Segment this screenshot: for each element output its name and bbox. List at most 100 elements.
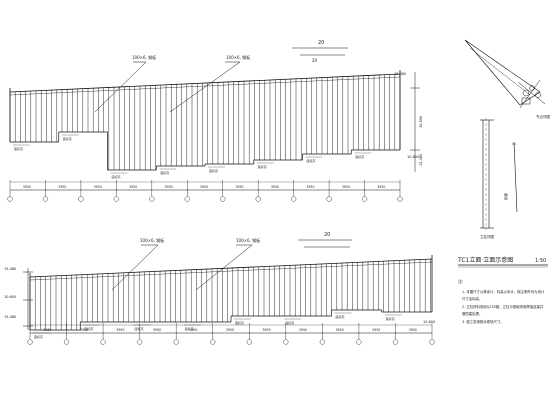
step-note: 底标高 [160,170,169,175]
right-dim-2: 10.600 [423,320,435,324]
grid-bubble [255,196,261,202]
note-line-3: 2. 立柱材料采用Q235钢，立柱与基础采用焊接连接并 [462,304,544,309]
step-note: 底标高 [34,334,43,339]
grid-bubble [361,196,368,202]
detail-a-label: 节点详图 [536,114,550,119]
detail-c-label: 立柱详图 [480,234,494,239]
bottom-dimension-label: 3950 [153,328,161,332]
bottom-dimension-label: 3950 [409,328,417,332]
grid-bubble [392,339,399,345]
leader-note-1b: 100×6, 钢板 [226,54,250,60]
top-rail [29,258,433,278]
grid-bubble [291,196,297,202]
bottom-dimension-label: 3950 [336,328,344,332]
step-note: 底标高 [185,326,194,331]
top-rail-inner [9,76,401,96]
title-block: TC1立面·立面示意图 1:50 [457,256,548,268]
step-note: 底标高 [355,154,364,159]
step-note: 底标高 [63,136,72,141]
note-line-1: 1. 本图尺寸以毫米计，标高以米计，除注明外均为设计 [462,289,545,294]
bottom-dimension-label: 3950 [235,185,243,189]
leader-note-2b: 100×6, 钢板 [236,237,260,243]
grid-bubble [210,339,216,345]
right-dim-1b: 15.480 [419,154,423,166]
bottom-dimension-label: 3950 [299,328,307,332]
right-dimension-1: 10.600 15.480 [410,72,423,172]
step-note: 底标高 [14,146,23,151]
grid-bubble [113,196,119,202]
bottom-dimension-label: 3950 [116,328,124,332]
grid-bubble [100,339,106,345]
left-dim-2b: 10.600 [4,295,16,299]
bottom-dimension-label: 3950 [58,185,66,189]
grid-bubble [326,196,332,202]
detail-section: 剖面 [503,141,518,213]
grid-bubble [7,196,13,202]
bottom-dimension-label: 3950 [377,185,385,189]
bottom-dimension-label: 3950 [226,328,234,332]
step-note: 底标高 [135,326,144,331]
grid-bubble [173,339,179,345]
bottom-dimension-label: 3950 [80,328,88,332]
step-note: 底标高 [84,326,93,331]
grid-bubble [42,196,49,202]
grid-bubble [283,339,289,345]
grid-bubble [220,196,226,202]
scale-label-1: 20 [318,40,324,46]
bottom-dimension-label: 3950 [189,328,197,332]
bottom-dimension-label: 3950 [129,185,137,189]
grid-bubble [356,339,362,345]
step-note: 底标高 [235,320,244,325]
step-note: 底标高 [112,174,121,179]
detail-column: 立柱详图 [480,118,494,239]
left-dim-2a: 15.480 [4,267,16,271]
bottom-dimension-label: 3950 [94,185,102,189]
bottom-dimension-label: 3050 [43,328,51,332]
leader-notes-2: 100×6, 钢板 100×6, 钢板 [111,237,260,291]
detail-b-label: 剖面 [503,193,508,200]
leader-note-1a: 100×6, 钢板 [132,54,156,60]
top-rail [9,73,401,93]
step-note: 底标高 [258,164,267,169]
bottom-dimension-label: 3950 [342,185,350,189]
note-line-5: 3. 施工前请核对现场尺寸。 [462,319,504,324]
step-note: 底标高 [386,316,395,321]
bottom-dimension-label: 3950 [165,185,173,189]
left-dim-2c: 15.480 [4,315,16,319]
bottom-dimension-label: 3950 [372,328,380,332]
bottom-dimension-label: 3950 [271,185,279,189]
detail-triangle: 节点详图 [464,39,550,119]
step-note: 底标高 [209,168,218,173]
section-mark-1: 20 [312,58,318,63]
scale-label-2: 20 [324,232,330,238]
grid-bubble [137,339,143,345]
scale-marker-1: 20 20 [292,40,348,63]
grid-bubble [27,339,33,345]
grid-bubble [149,196,155,202]
drawing-title: TC1立面·立面示意图 [457,256,513,264]
grid-bubble [184,196,190,202]
right-dim-1a: 10.600 [419,116,423,128]
scale-marker-2: 20 [298,232,352,248]
top-dim-1: 15.480 [394,72,406,76]
grid-bubble [397,196,403,202]
bottom-dim-1: 10.600 [407,155,419,159]
note-line-2: 尺寸及标高。 [462,296,482,301]
step-note: 底标高 [285,320,294,325]
step-note: 底标高 [336,314,345,319]
left-dimension-1: 15.480 10.600 [394,72,419,159]
drawing-scale: 1:50 [535,258,546,264]
note-line-4: 做防腐处理。 [462,311,482,316]
grid-bubble [246,339,252,345]
leader-notes-1: 100×6, 钢板 100×6, 钢板 [94,54,250,113]
leader-note-2a: 100×6, 钢板 [140,237,164,243]
top-rail-inner [29,261,433,281]
grid-bubble [429,339,435,345]
bottom-dimension-label: 3050 [23,185,31,189]
left-dimension-2: 15.480 10.600 15.480 10.600 [4,267,435,330]
step-note: 底标高 [307,158,316,163]
grid-bubble [319,339,325,345]
